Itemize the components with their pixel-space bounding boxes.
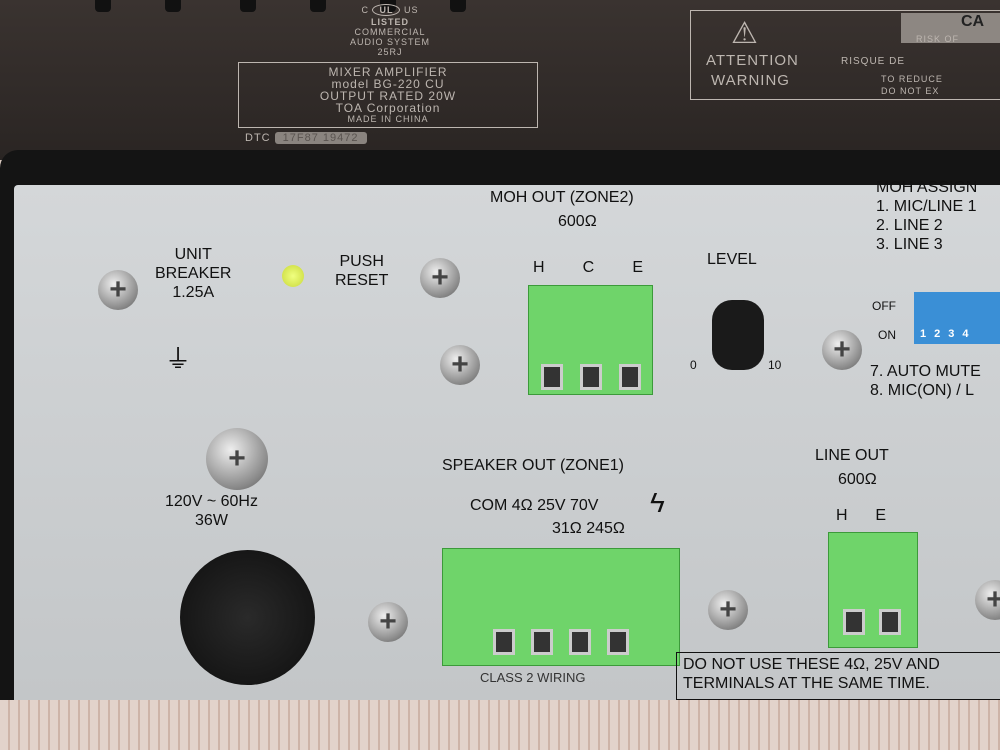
screw xyxy=(708,590,748,630)
vent xyxy=(240,0,256,12)
vent xyxy=(165,0,181,12)
moh-out-terminal[interactable] xyxy=(528,285,653,395)
ground-icon: ⏚ xyxy=(165,344,192,374)
fabric-surface xyxy=(0,700,1000,750)
screw xyxy=(822,330,862,370)
wiring-label: CLASS 2 WIRING xyxy=(480,670,586,685)
vent xyxy=(95,0,111,12)
screw xyxy=(975,580,1000,620)
level-knob[interactable] xyxy=(712,300,764,370)
reset-button[interactable] xyxy=(420,258,460,298)
line-out-terminal[interactable] xyxy=(828,532,918,648)
on-label: ON xyxy=(878,328,896,342)
moh-out-title: MOH OUT (ZONE2) xyxy=(490,189,634,206)
hazard-triangle-icon: ⚠ xyxy=(731,17,759,50)
dtc-label: DTC 17F87 19472 xyxy=(245,132,367,144)
line-out-impedance: 600Ω xyxy=(838,471,877,488)
screw xyxy=(440,345,480,385)
warning-label: ⚠ ATTENTION RISQUE DE CA RISK OF WARNING… xyxy=(690,10,1000,100)
level-max: 10 xyxy=(768,358,782,372)
level-label: LEVEL xyxy=(707,251,757,268)
speaker-out-terminal[interactable] xyxy=(442,548,680,666)
speaker-out-terms: COM 4Ω 25V 70V xyxy=(470,497,599,514)
screw xyxy=(368,602,408,642)
vent xyxy=(450,0,466,12)
screw xyxy=(98,270,138,310)
vent xyxy=(380,0,396,12)
chassis-top xyxy=(0,0,1000,160)
speaker-out-title: SPEAKER OUT (ZONE1) xyxy=(442,457,624,474)
level-min: 0 xyxy=(690,358,697,372)
moh-out-impedance: 600Ω xyxy=(558,213,597,230)
lightning-icon: ϟ xyxy=(650,487,665,518)
power-cord xyxy=(180,550,315,685)
vent xyxy=(310,0,326,12)
off-label: OFF xyxy=(872,299,896,313)
line-out-title: LINE OUT xyxy=(815,447,889,464)
ground-screw xyxy=(206,428,268,490)
breaker-led xyxy=(282,265,304,287)
speaker-out-impedance: 31Ω 245Ω xyxy=(552,520,625,537)
